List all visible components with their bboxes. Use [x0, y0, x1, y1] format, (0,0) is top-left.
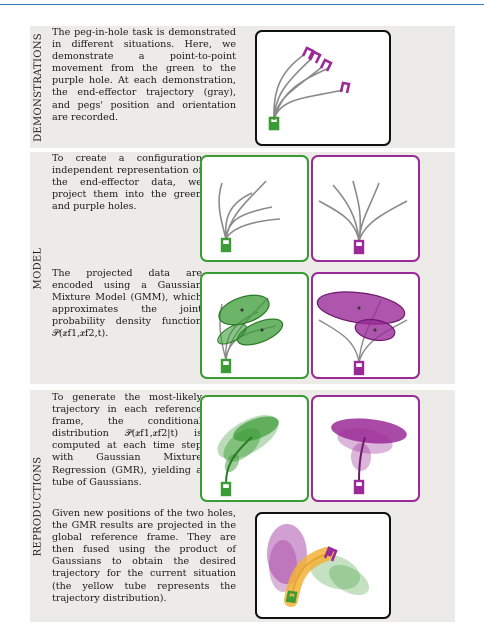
reproductions-text-2: Given new positions of the two holes, th… — [52, 508, 236, 604]
reproductions-label: REPRODUCTIONS — [32, 456, 44, 556]
reproductions-panel: REPRODUCTIONS To generate the most-likel… — [30, 390, 455, 622]
gmr-purple-frame — [311, 395, 420, 502]
model-purple-frame — [311, 155, 420, 262]
green-peg-icon — [268, 116, 280, 131]
model-green-frame — [200, 155, 309, 262]
gmm-ellipse — [236, 318, 284, 346]
gmr-green-frame — [200, 395, 309, 502]
demonstrations-figure — [255, 30, 391, 146]
purple-peg-icon — [301, 46, 351, 94]
purple-peg-icon — [323, 546, 338, 562]
demonstrations-label: DEMONSTRATIONS — [32, 32, 44, 142]
reproductions-text-1: To generate the most-likely trajectory i… — [52, 392, 202, 488]
model-label: MODEL — [32, 247, 44, 289]
gmr-mean-line — [225, 436, 253, 484]
green-peg-icon — [285, 590, 298, 604]
gmm-ellipse — [218, 294, 270, 326]
demonstrations-text: The peg-in-hole task is demonstrated in … — [52, 27, 236, 123]
model-gmm-green-frame — [200, 272, 309, 379]
reproduction-result-figure — [255, 512, 391, 619]
model-text-2: The projected data are encoded using a G… — [52, 268, 202, 340]
model-gmm-purple-frame — [311, 272, 420, 379]
demonstrations-panel: DEMONSTRATIONS The peg-in-hole task is d… — [30, 26, 455, 148]
top-rule — [0, 4, 484, 5]
model-text-1: To create a configuration independent re… — [52, 153, 202, 213]
gmr-mean-line — [358, 436, 366, 482]
model-panel: MODEL To create a configuration independ… — [30, 152, 455, 384]
